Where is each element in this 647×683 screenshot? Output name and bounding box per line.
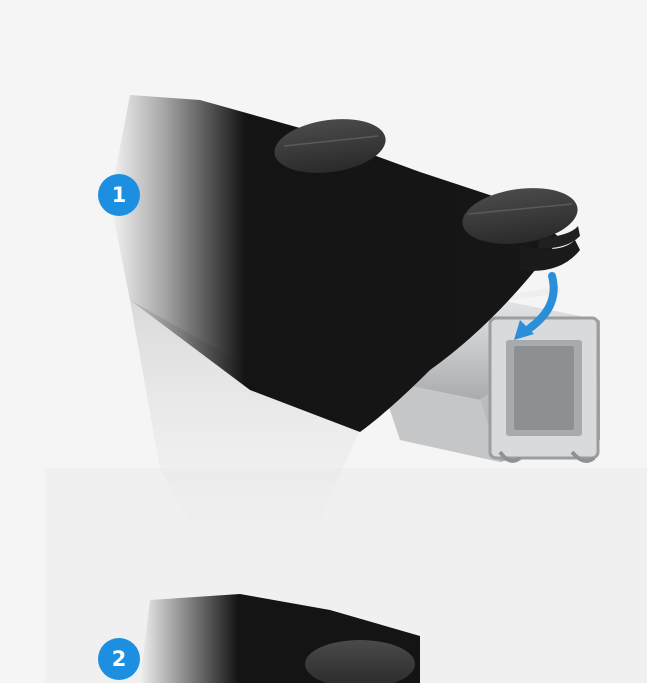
step-badge-2: 2 [98, 638, 140, 680]
step-badge-1: 1 [98, 174, 140, 216]
